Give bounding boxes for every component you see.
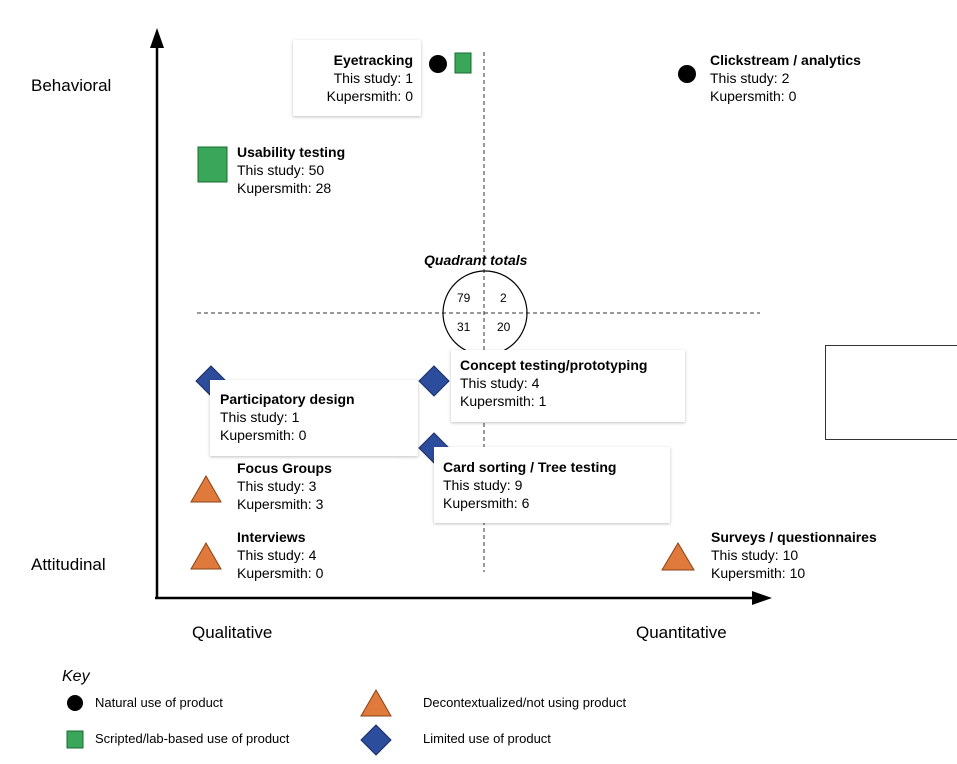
method-title: Usability testing bbox=[237, 144, 346, 160]
empty-box bbox=[825, 345, 957, 440]
quadrant-total-bottom-left: 31 bbox=[457, 320, 471, 334]
key-decontext-icon bbox=[360, 688, 392, 717]
method-study-count: This study: 1 bbox=[220, 409, 300, 425]
clickstream-card: Clickstream / analytics This study: 2 Ku… bbox=[710, 51, 910, 105]
method-title: Concept testing/prototyping bbox=[460, 357, 648, 373]
key-title: Key bbox=[62, 668, 90, 685]
method-kupersmith-count: Kupersmith: 0 bbox=[220, 427, 307, 443]
interviews-decontext-icon bbox=[190, 541, 222, 570]
method-kupersmith-count: Kupersmith: 6 bbox=[443, 495, 530, 511]
method-study-count: This study: 1 bbox=[333, 70, 413, 86]
clickstream-natural-icon bbox=[678, 65, 696, 83]
x-axis-right-label: Quantitative bbox=[636, 623, 727, 642]
quadrant-total-bottom-right: 20 bbox=[497, 320, 511, 334]
interviews-card: Interviews This study: 4 Kupersmith: 0 bbox=[237, 528, 397, 582]
y-axis-bottom-label: Attitudinal bbox=[31, 555, 106, 574]
quadrant-totals-title: Quadrant totals bbox=[424, 252, 528, 268]
method-study-count: This study: 9 bbox=[443, 477, 523, 493]
eyetracking-natural-icon bbox=[429, 55, 447, 73]
y-axis-top-label: Behavioral bbox=[31, 76, 112, 95]
eyetracking-card: Eyetracking This study: 1 Kupersmith: 0 bbox=[293, 40, 421, 116]
key-scripted-label: Scripted/lab-based use of product bbox=[95, 731, 290, 746]
method-title: Clickstream / analytics bbox=[710, 52, 861, 68]
method-kupersmith-count: Kupersmith: 0 bbox=[237, 565, 324, 581]
method-kupersmith-count: Kupersmith: 3 bbox=[237, 496, 324, 512]
x-axis-left-label: Qualitative bbox=[192, 623, 273, 642]
method-study-count: This study: 10 bbox=[711, 547, 799, 563]
y-axis-arrow bbox=[150, 28, 164, 48]
key-natural-icon bbox=[67, 695, 83, 711]
method-study-count: This study: 4 bbox=[237, 547, 317, 563]
method-title: Surveys / questionnaires bbox=[711, 529, 877, 545]
participatory-card: Participatory design This study: 1 Kuper… bbox=[210, 380, 418, 456]
method-title: Eyetracking bbox=[333, 52, 413, 68]
method-study-count: This study: 4 bbox=[460, 375, 540, 391]
key-limited-label: Limited use of product bbox=[423, 731, 551, 746]
x-axis-arrow bbox=[752, 591, 772, 605]
usability-card: Usability testing This study: 50 Kupersm… bbox=[237, 143, 397, 197]
method-title: Focus Groups bbox=[237, 460, 332, 476]
method-title: Card sorting / Tree testing bbox=[443, 459, 617, 475]
quadrant-total-top-right: 2 bbox=[500, 291, 507, 305]
method-kupersmith-count: Kupersmith: 0 bbox=[710, 88, 797, 104]
concept-limited-icon bbox=[418, 365, 450, 397]
quadrant-total-top-left: 79 bbox=[457, 291, 471, 305]
method-study-count: This study: 2 bbox=[710, 70, 790, 86]
method-title: Participatory design bbox=[220, 391, 355, 407]
method-kupersmith-count: Kupersmith: 1 bbox=[460, 393, 547, 409]
key-scripted-icon bbox=[66, 730, 84, 749]
method-title: Interviews bbox=[237, 529, 306, 545]
eyetracking-scripted-icon bbox=[454, 52, 472, 74]
focus-decontext-icon bbox=[190, 474, 222, 503]
key-natural-label: Natural use of product bbox=[95, 695, 223, 710]
key-decontextualized-label: Decontextualized/not using product bbox=[423, 695, 627, 710]
surveys-decontext-icon bbox=[661, 542, 695, 571]
method-study-count: This study: 3 bbox=[237, 478, 317, 494]
cardsort-card: Card sorting / Tree testing This study: … bbox=[434, 447, 670, 523]
focus-card: Focus Groups This study: 3 Kupersmith: 3 bbox=[237, 459, 397, 513]
surveys-card: Surveys / questionnaires This study: 10 … bbox=[711, 528, 911, 582]
method-kupersmith-count: Kupersmith: 0 bbox=[326, 88, 413, 104]
method-kupersmith-count: Kupersmith: 28 bbox=[237, 180, 332, 196]
concept-card: Concept testing/prototyping This study: … bbox=[451, 350, 685, 422]
usability-scripted-icon bbox=[197, 146, 228, 183]
key-limited-icon bbox=[360, 724, 392, 756]
method-study-count: This study: 50 bbox=[237, 162, 325, 178]
method-kupersmith-count: Kupersmith: 10 bbox=[711, 565, 806, 581]
